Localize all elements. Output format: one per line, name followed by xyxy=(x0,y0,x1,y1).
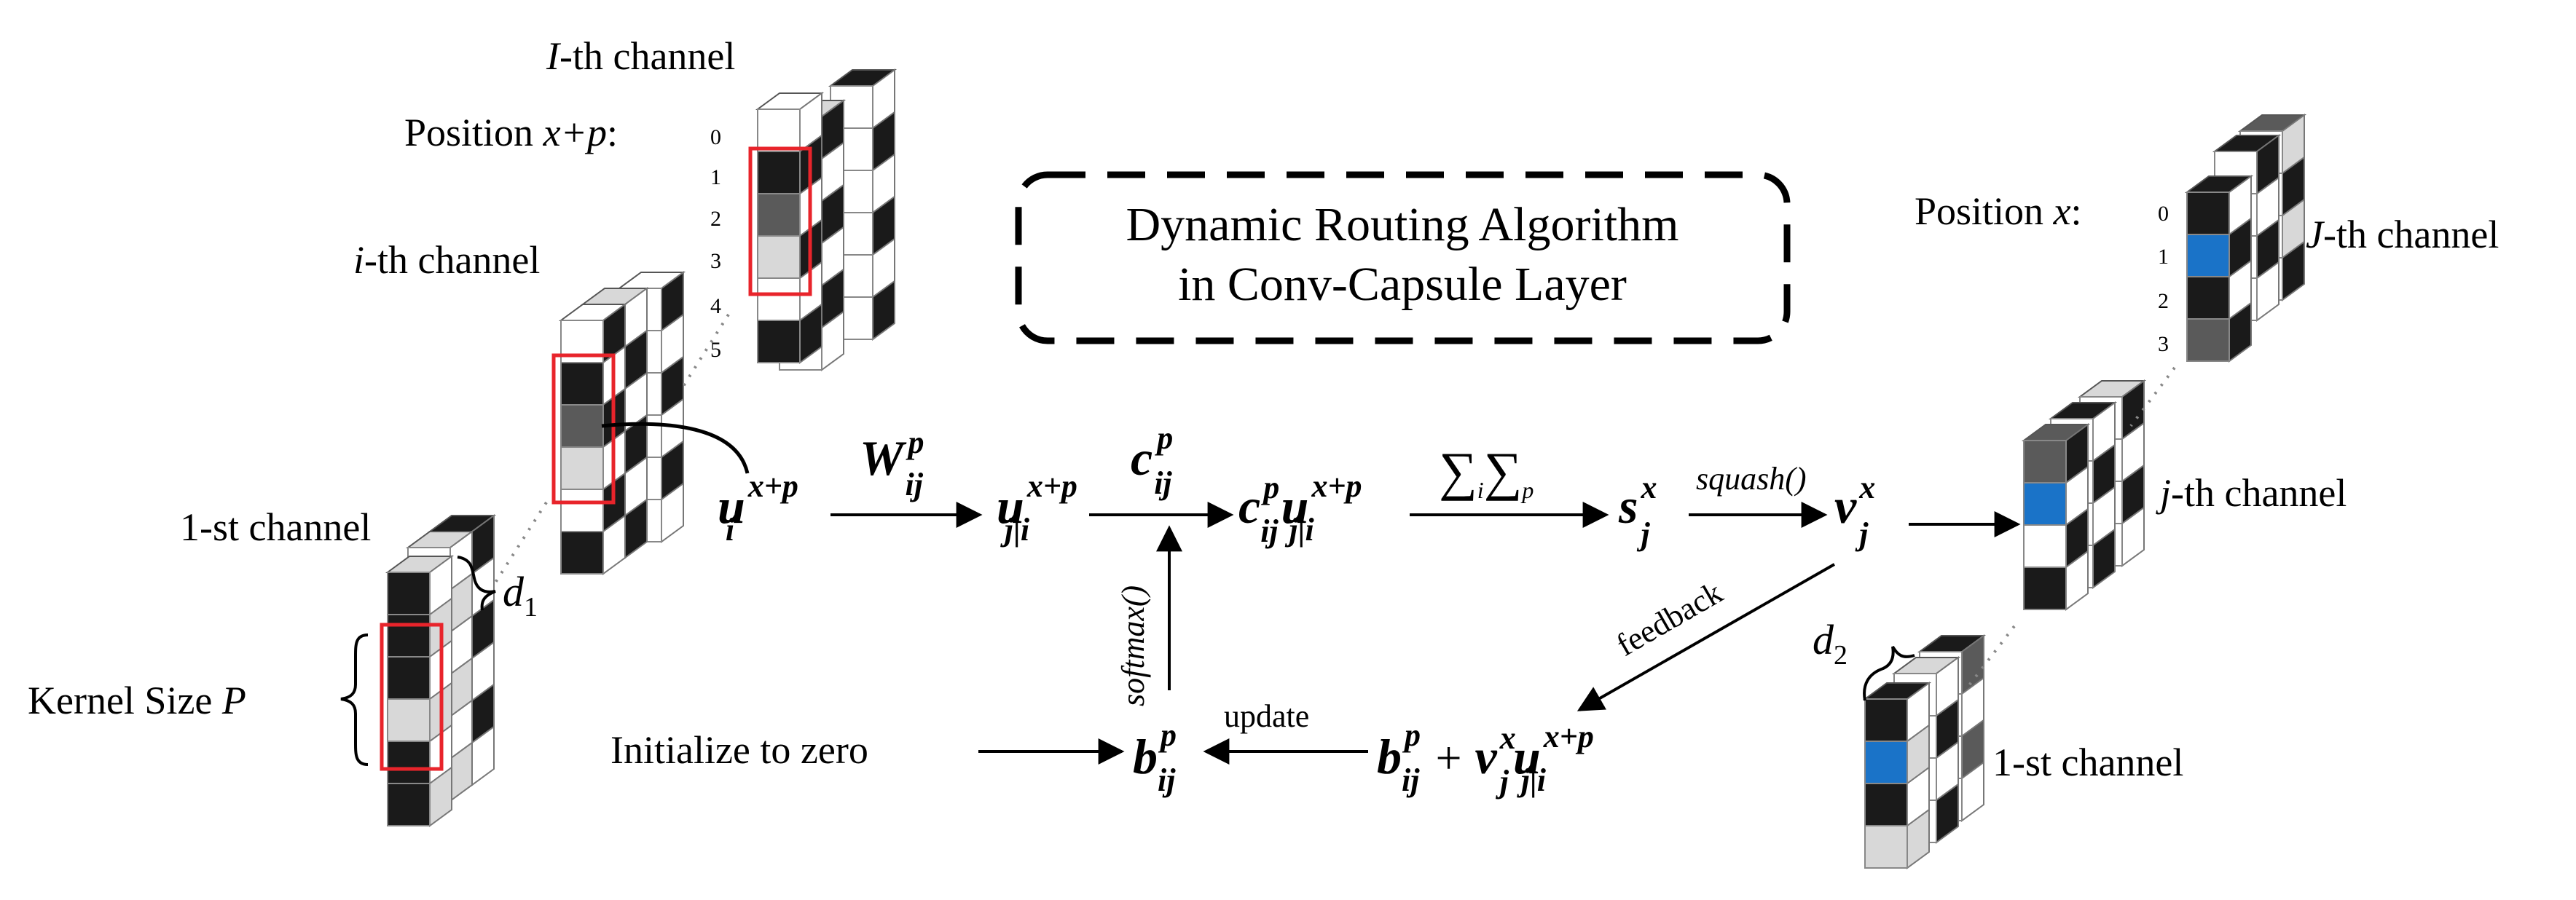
kernel-size-brace xyxy=(340,633,369,766)
squash-label: squash() xyxy=(1696,461,1807,497)
column-j-th-channel xyxy=(2021,423,2091,611)
row-index-0: 0 xyxy=(710,125,721,149)
title-line-1: Dynamic Routing Algorithm xyxy=(1126,198,1679,251)
right-row-index-3: 3 xyxy=(2158,332,2169,356)
right-row-index-0: 0 xyxy=(2158,202,2169,226)
row-index-4: 4 xyxy=(710,294,721,318)
column-j-th-channel-front-cell xyxy=(2023,567,2067,610)
column-j-th-channel-front-cell xyxy=(2023,482,2067,526)
column-I-th-channel-front-cell xyxy=(757,151,801,194)
title-dashed-box xyxy=(1015,171,1791,344)
softmax-label: softmax() xyxy=(1115,585,1151,706)
row-index-5: 5 xyxy=(710,338,721,362)
column-first-channel-front-cell xyxy=(387,614,431,658)
position-x-label: Position x: xyxy=(1915,189,2082,233)
highlight-box-first-channel xyxy=(380,623,444,771)
column-J-th-channel-front-cell xyxy=(2186,192,2230,235)
column-i-th-channel-front-cell xyxy=(560,404,604,448)
flow-arrows xyxy=(830,502,2021,765)
column-I-th-channel-front-cell xyxy=(757,320,801,363)
left-first-channel-label: 1-st channel xyxy=(180,505,371,549)
column-I-th-channel xyxy=(755,92,825,364)
column-j-th-channel-front-cell xyxy=(2023,440,2067,483)
column-i-th-channel-front-cell xyxy=(560,362,604,406)
input-connector-curve xyxy=(601,422,750,474)
i-th-channel-label: i-th channel xyxy=(353,238,540,282)
d1-label: d1 xyxy=(503,568,538,623)
right-first-channel-label: 1-st channel xyxy=(1992,741,2183,784)
column-first-channel-front-cell xyxy=(387,572,431,615)
arrow-feedback xyxy=(1576,563,1835,711)
depth-dotted-line-right-top xyxy=(2129,366,2176,427)
column-first-channel-front-cell xyxy=(387,741,431,784)
column-I-th-channel-front-cell xyxy=(757,277,801,321)
column-first-channel-front-cell xyxy=(387,783,431,826)
I-th-channel-label: I-th channel xyxy=(546,34,735,78)
update-label: update xyxy=(1224,698,1309,734)
column-first-channel-front-cell xyxy=(387,698,431,742)
double-sum-term: ∑i∑p xyxy=(1439,442,1534,503)
right-row-index-1: 1 xyxy=(2158,245,2169,269)
column-I-th-channel-front-cell xyxy=(757,108,801,152)
column-right-first-channel-front-cell xyxy=(1864,783,1908,826)
right-row-index-2: 2 xyxy=(2158,289,2169,313)
column-i-th-channel-front-cell xyxy=(560,446,604,490)
right-row-indices: 0 1 2 3 xyxy=(2158,202,2169,356)
column-i-th-channel xyxy=(558,303,628,575)
column-right-first-channel xyxy=(1862,682,1932,869)
J-th-channel-label: J-th channel xyxy=(2306,213,2499,256)
kernel-size-label: Kernel Size P xyxy=(28,679,246,722)
column-i-th-channel-front-cell xyxy=(560,489,604,532)
left-row-indices: 0 1 2 3 4 5 xyxy=(710,125,721,362)
row-index-3: 3 xyxy=(710,249,721,273)
highlight-box-I-channel xyxy=(748,146,812,296)
column-J-th-channel xyxy=(2184,175,2254,363)
capsule-columns xyxy=(385,68,2307,869)
column-I-th-channel-front-cell xyxy=(757,235,801,279)
column-I-th-channel-front-cell xyxy=(757,193,801,237)
d2-brace xyxy=(1863,645,1915,701)
row-index-2: 2 xyxy=(710,207,721,231)
initialize-to-zero-label: Initialize to zero xyxy=(610,728,868,772)
feedback-label: feedback xyxy=(1611,575,1729,663)
d1-brace xyxy=(457,556,496,611)
column-first-channel-front-cell xyxy=(387,656,431,700)
j-th-channel-label: j-th channel xyxy=(2156,471,2347,515)
depth-dotted-line-left-top xyxy=(680,313,730,391)
column-right-first-channel-front-cell xyxy=(1864,741,1908,784)
column-right-first-channel-front-cell xyxy=(1864,698,1908,742)
column-J-th-channel-front-cell xyxy=(2186,276,2230,320)
title-line-2: in Conv-Capsule Layer xyxy=(1178,258,1627,311)
d2-label: d2 xyxy=(1813,616,1847,671)
column-J-th-channel-front-cell xyxy=(2186,318,2230,362)
column-right-first-channel-front-cell xyxy=(1864,825,1908,869)
row-index-1: 1 xyxy=(710,165,721,189)
column-i-th-channel-front-cell xyxy=(560,531,604,575)
highlight-box-i-channel xyxy=(551,353,616,505)
position-x-plus-p-label: Position x+p: xyxy=(404,111,618,154)
column-j-th-channel-front-cell xyxy=(2023,524,2067,568)
column-J-th-channel-front-cell xyxy=(2186,234,2230,277)
